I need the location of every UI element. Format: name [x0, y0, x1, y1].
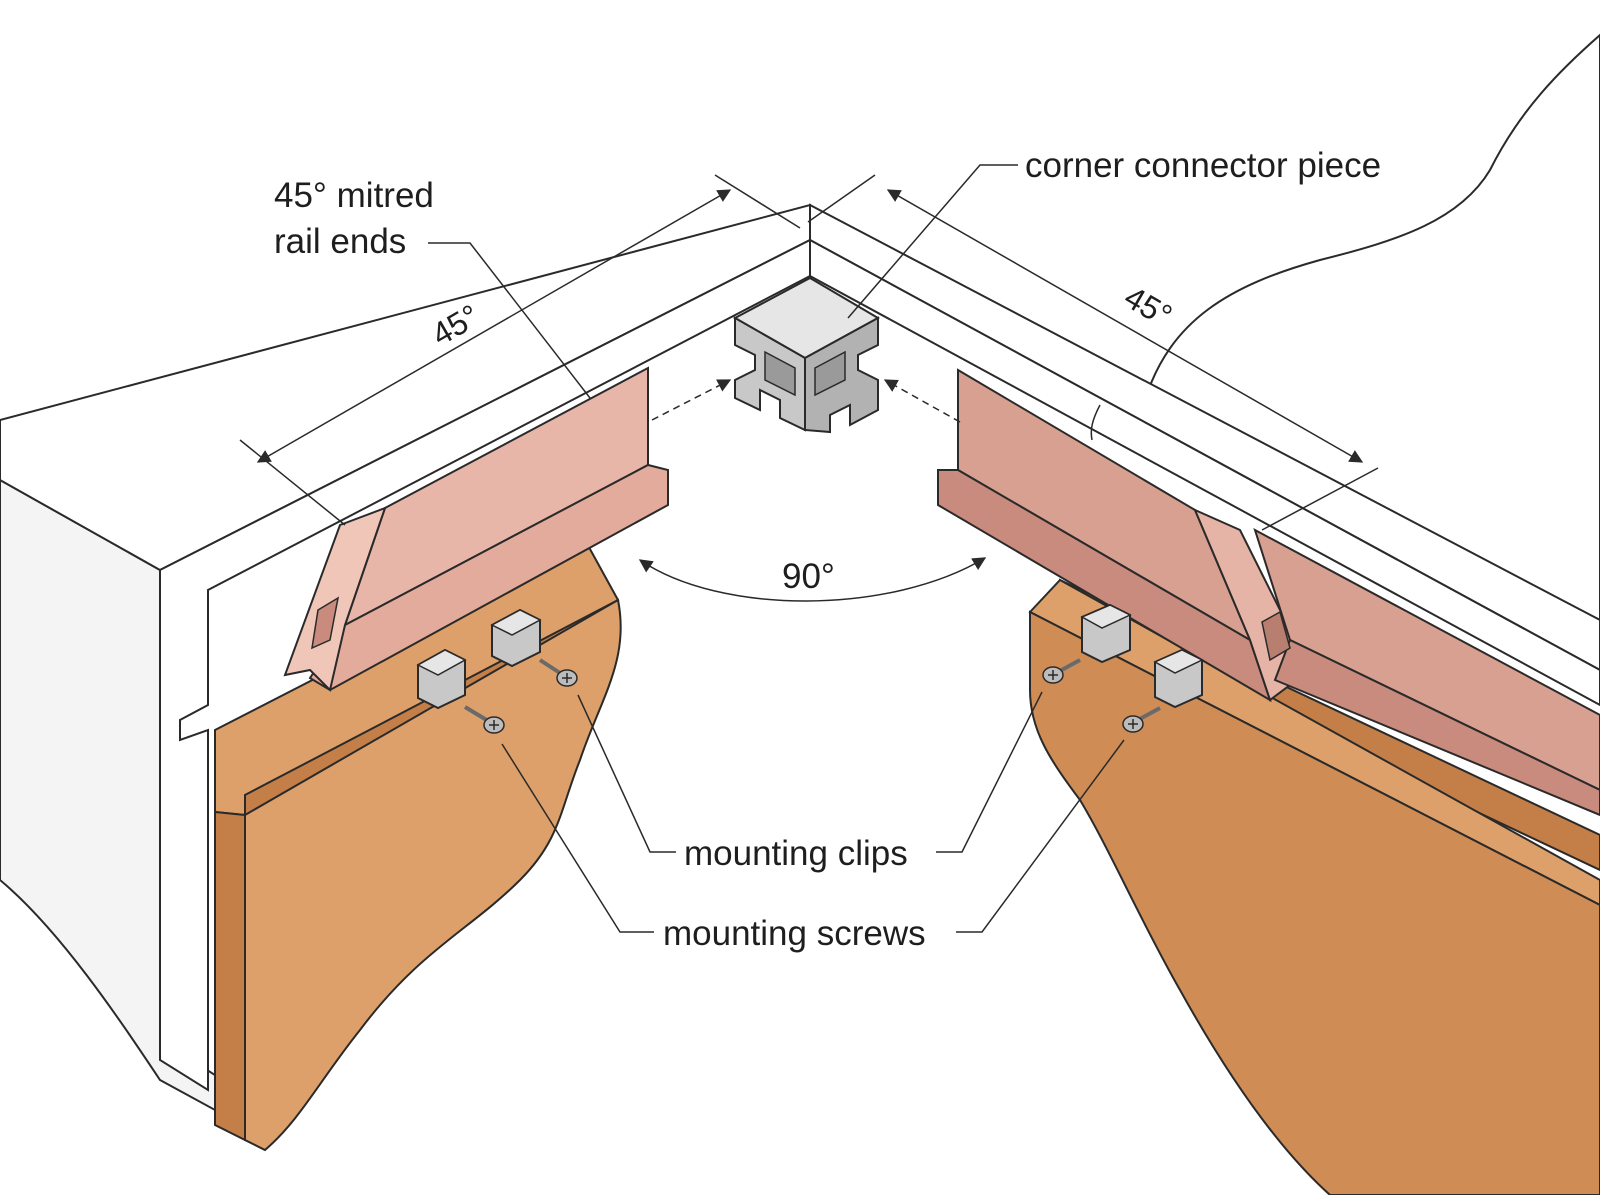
left-dimension-arrow [256, 189, 732, 463]
left-panel-front [244, 598, 622, 1152]
leader-screws-left [501, 743, 654, 933]
label-mitred-rail-ends-line1: 45° mitred [274, 176, 434, 215]
right-rail-insert-arrow [883, 379, 961, 423]
label-mitred-rail-ends-line2: rail ends [274, 222, 406, 261]
dimension-lines [239, 174, 1379, 602]
leader-clips-left [577, 694, 676, 853]
right-rail-profile-hole [1261, 610, 1291, 662]
mounting-clip [416, 648, 467, 710]
corner-connector-piece [732, 276, 881, 434]
mounting-clip [1153, 648, 1204, 709]
left-panel-side [214, 810, 246, 1142]
mounting-screws [463, 658, 1161, 734]
left-wood-panel [214, 538, 622, 1152]
label-angle-right: 45° [1118, 279, 1178, 334]
right-rail [937, 368, 1600, 817]
mounting-clip [490, 608, 542, 668]
right-rail-extension-lip [1273, 638, 1600, 817]
leader-mitred-ends [428, 242, 591, 399]
leader-lines [428, 164, 1125, 933]
leader-screws-right [956, 739, 1125, 933]
mounting-clips [416, 603, 1204, 710]
mounting-screw [1122, 706, 1161, 733]
label-corner-connector: corner connector piece [1025, 146, 1381, 185]
mounting-clip [1080, 603, 1132, 664]
mounting-screw [538, 658, 578, 687]
label-mounting-screws: mounting screws [663, 914, 926, 953]
label-angle-corner: 90° [782, 557, 835, 596]
right-panel-front [1029, 610, 1600, 1196]
left-rail-profile-hole [311, 596, 340, 650]
label-mounting-clips: mounting clips [684, 834, 908, 873]
mounting-screw [1042, 658, 1081, 684]
cabinet-left-front [0, 418, 216, 1112]
corner-angle-arc [638, 557, 987, 602]
right-rail-extension [1253, 527, 1600, 792]
right-dimension-arrow [886, 189, 1364, 463]
left-rail-insert-arrow [651, 379, 732, 421]
mounting-screw [463, 705, 505, 734]
leader-clips-right [936, 691, 1043, 853]
leader-corner-connector [847, 164, 1018, 319]
left-rail-lip [308, 463, 669, 692]
